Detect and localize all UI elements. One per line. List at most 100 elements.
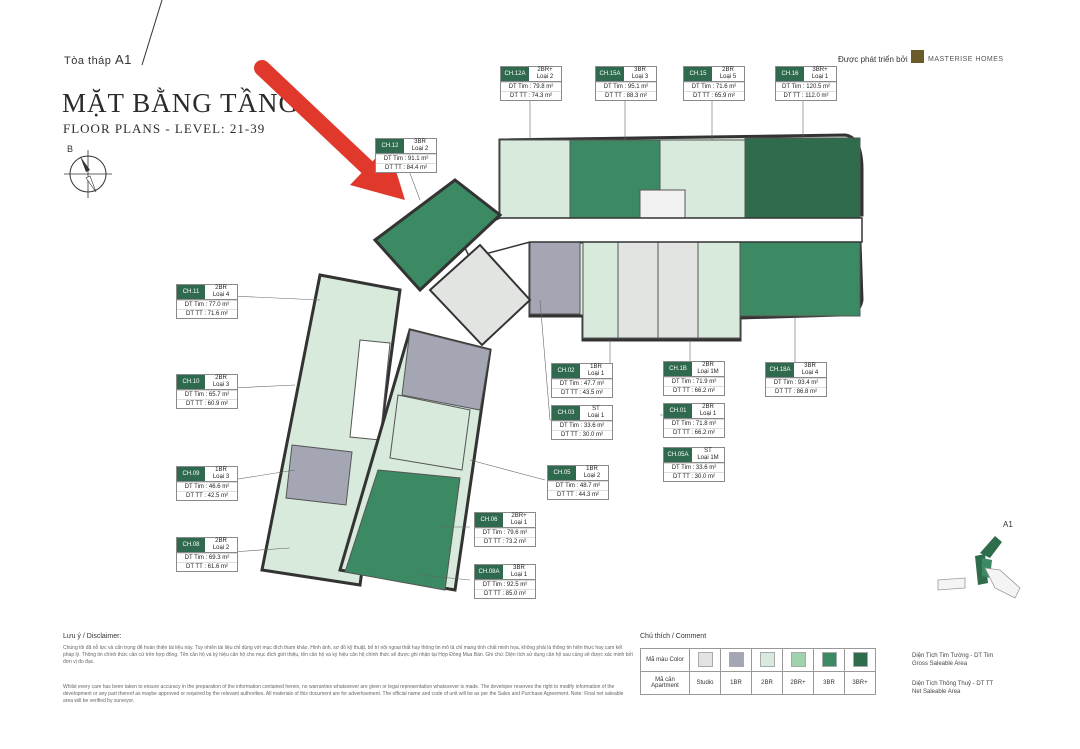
legend-title: Chú thích / Comment [640,633,707,640]
unit-type: 2BR+ [511,513,527,519]
unit-dt-tt: DT TT : 43.5 m² [552,388,612,397]
unit-code: CH.01 [664,404,692,418]
unit-loai: Loại 1 [811,74,829,80]
legend-swatch [844,648,876,672]
developer-label: Được phát triển bởi [838,55,908,64]
unit-dt-tt: DT TT : 66.2 m² [664,386,724,395]
disclaimer-en: Whilst every care has been taken to ensu… [63,684,624,704]
unit-type: 2BR [215,538,227,544]
unit-dt-tim: DT Tim : 71.8 m² [664,419,724,428]
tower-label: Tòa tháp A1 [64,52,132,67]
wing-top-right [498,133,864,220]
unit-dt-tim: DT Tim : 47.7 m² [552,379,612,388]
unit-code: CH.03 [552,406,580,420]
unit-type: 3BR [634,67,646,73]
unit-dt-tt: DT TT : 74.3 m² [501,91,561,100]
unit-dt-tim: DT Tim : 71.6 m² [684,82,744,91]
developer-logo-icon [911,50,924,63]
unit-code: CH.1B [664,362,692,376]
unit-dt-tim: DT Tim : 48.7 m² [548,481,608,490]
unit-dt-tt: DT TT : 86.8 m² [766,387,826,396]
unit-type: 2BR [702,404,714,410]
page-subtitle: FLOOR PLANS - LEVEL: 21-39 [63,121,266,136]
unit-loai: Loại 2 [411,146,429,152]
red-arrow-icon [254,60,405,200]
unit-code: CH.12A [501,67,529,81]
unit-code: CH.09 [177,467,205,481]
keyplan-icon [937,536,1021,599]
unit-loai: Loại 5 [719,74,737,80]
unit-dt-tt: DT TT : 65.9 m² [684,91,744,100]
unit-dt-tim: DT Tim : 69.3 m² [177,553,237,562]
unit-dt-tim: DT Tim : 65.7 m² [177,390,237,399]
unit-dt-tt: DT TT : 30.0 m² [664,472,724,481]
legend-item-2br: 2BR [751,671,783,695]
note1-vi: Diện Tích Tim Tường - DT Tim [912,653,994,659]
unit-loai: Loại 3 [212,474,230,480]
unit-loai: Loại 3 [631,74,649,80]
unit-type: 3BR [414,139,426,145]
unit-code: CH.16 [776,67,804,81]
unit-loai: Loại 1 [699,411,717,417]
unit-dt-tt: DT TT : 73.2 m² [475,537,535,546]
unit-type: 3BR [804,363,816,369]
note2-en: Net Saleable Area [912,689,961,695]
unit-loai: Loại 2 [583,473,601,479]
unit-loai: Loại 1 [587,371,605,377]
legend-swatch [751,648,783,672]
legend-item-3br: 3BR [813,671,845,695]
unit-dt-tim: DT Tim : 33.6 m² [552,421,612,430]
unit-dt-tim: DT Tim : 92.5 m² [475,580,535,589]
legend-item-3br-plus: 3BR+ [844,671,876,695]
unit-type: 2BR [215,375,227,381]
unit-code: CH.12 [376,139,404,153]
unit-loai: Loại 4 [212,292,230,298]
unit-dt-tim: DT Tim : 46.6 m² [177,482,237,491]
unit-dt-tim: DT Tim : 79.8 m² [501,82,561,91]
unit-type: 1BR [586,466,598,472]
unit-dt-tim: DT Tim : 95.1 m² [596,82,656,91]
unit-type: 1BR [215,467,227,473]
unit-code: CH.08A [475,565,503,579]
unit-type: 2BR [702,362,714,368]
unit-loai: Loại 2 [536,74,554,80]
unit-type: ST [592,406,600,412]
unit-code: CH.11 [177,285,205,299]
unit-type: ST [704,448,712,454]
unit-dt-tim: DT Tim : 91.1 m² [376,154,436,163]
unit-dt-tt: DT TT : 88.3 m² [596,91,656,100]
unit-type: 3BR [513,565,525,571]
legend-table: Mã màu Color Mã căn Apartment Studio 1BR… [640,648,876,695]
unit-dt-tim: DT Tim : 33.6 m² [664,463,724,472]
unit-dt-tt: DT TT : 44.3 m² [548,490,608,499]
unit-loai: Loại 2 [212,545,230,551]
compass-label: B [67,144,74,154]
page-title: MẶT BẰNG TẦNG [62,88,300,118]
unit-dt-tt: DT TT : 84.4 m² [376,163,436,172]
tower-code: A1 [114,52,132,67]
unit-loai: Loại 1 [510,572,528,578]
unit-dt-tt: DT TT : 30.0 m² [552,430,612,439]
disclaimer-vi: Chúng tôi đã nỗ lực và cẩn trọng để hoàn… [63,645,633,665]
compass-icon [60,142,120,202]
legend-item-1br: 1BR [720,671,752,695]
disclaimer-title: Lưu ý / Disclaimer: [63,633,122,640]
unit-dt-tt: DT TT : 42.5 m² [177,491,237,500]
legend-item-2br-plus: 2BR+ [782,671,814,695]
unit-dt-tim: DT Tim : 93.4 m² [766,378,826,387]
unit-loai: Loại 3 [212,382,230,388]
legend-apt-label: Mã căn Apartment [640,671,690,695]
